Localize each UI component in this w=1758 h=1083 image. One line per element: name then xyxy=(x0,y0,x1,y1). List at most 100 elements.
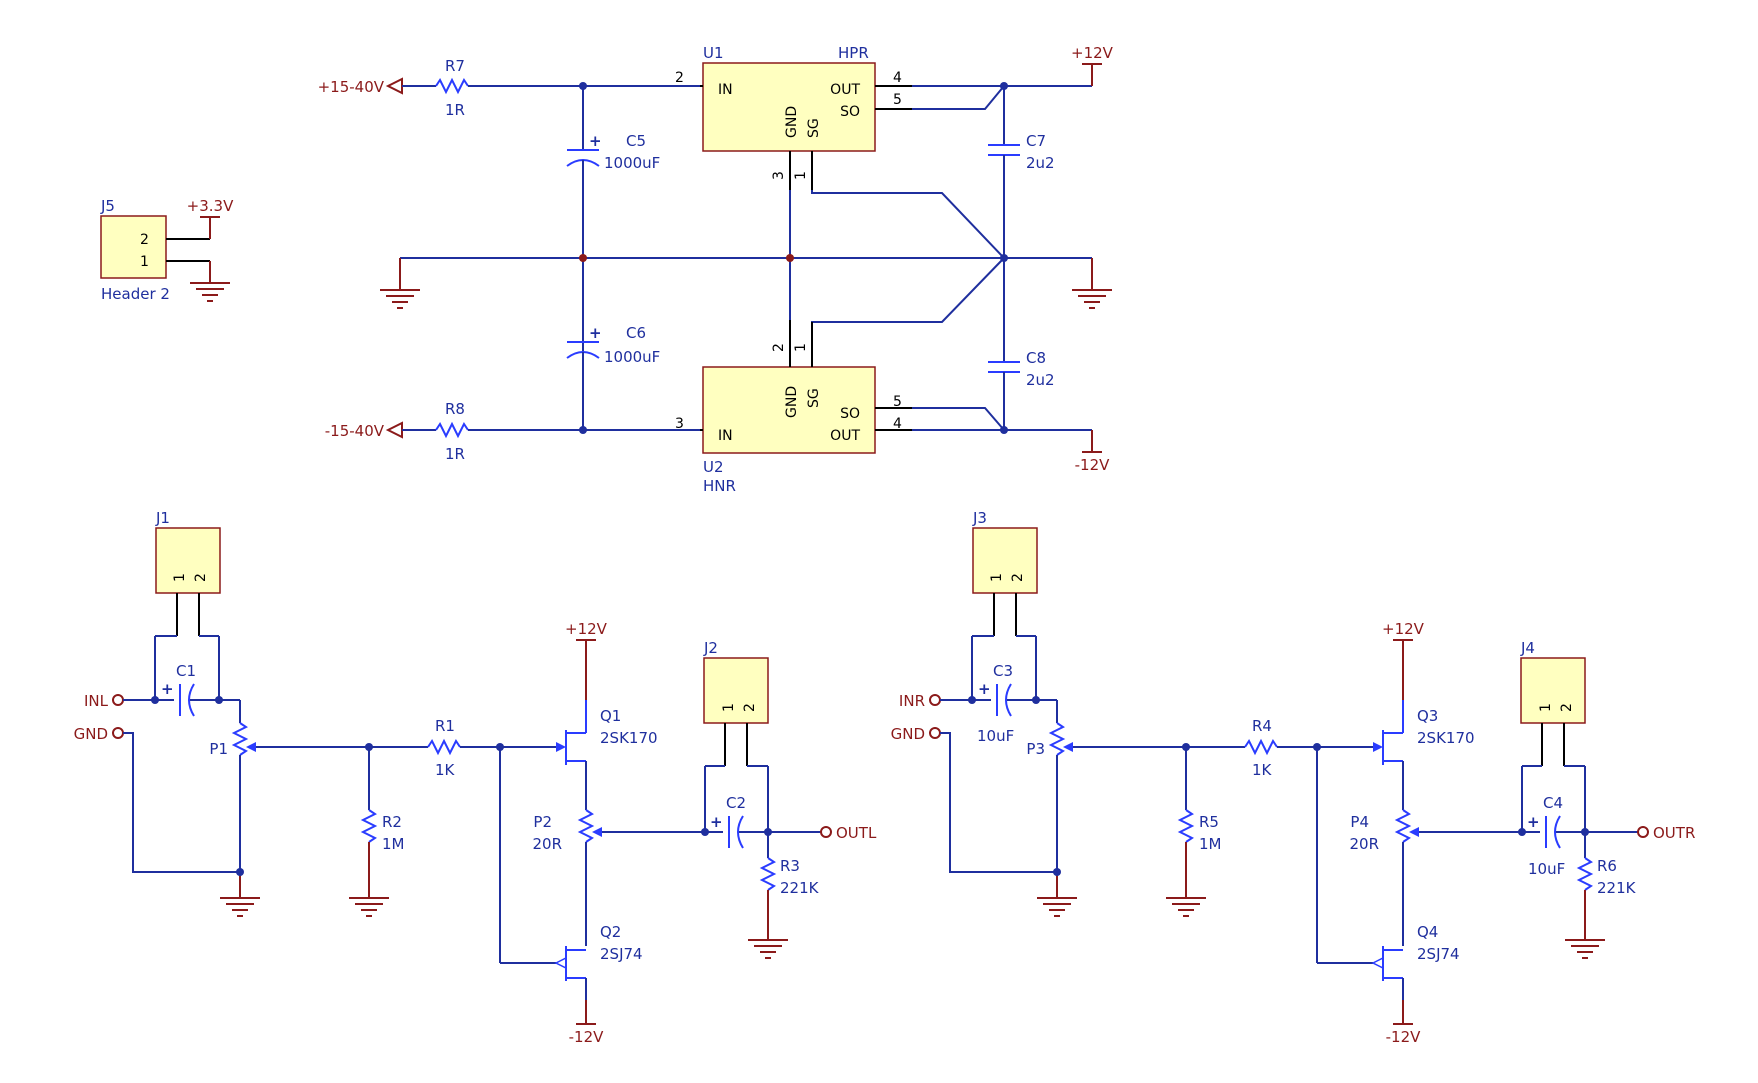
c5-value: 1000uF xyxy=(604,154,660,172)
r1-value: 1K xyxy=(435,761,456,779)
port-outr: OUTR xyxy=(1637,824,1695,842)
u2-pin-gnd: 2 xyxy=(771,343,787,352)
resistor-r4: R4 1K xyxy=(1244,717,1278,779)
gnd-right-label: GND xyxy=(891,725,925,743)
q2-ref: Q2 xyxy=(600,923,621,941)
j5-pin1: 1 xyxy=(140,254,149,270)
c5-polarity: + xyxy=(589,132,602,150)
c3-polarity: + xyxy=(978,680,991,698)
c3-value: 10uF xyxy=(977,727,1014,745)
power-port-in-pos: +15-40V xyxy=(318,77,403,96)
u1-pin-in: 2 xyxy=(675,70,684,86)
connector-j2: J2 1 2 xyxy=(703,639,769,724)
r2-ref: R2 xyxy=(382,813,402,831)
u1-in-label: IN xyxy=(718,82,733,98)
c7-ref: C7 xyxy=(1026,132,1046,150)
r1-ref: R1 xyxy=(435,717,455,735)
capacitor-c3: + C3 10uF xyxy=(977,662,1014,745)
resistor-r5: R5 1M xyxy=(1177,809,1222,853)
j2-pin2: 2 xyxy=(742,703,758,712)
j1-pin2: 2 xyxy=(193,573,209,582)
c2-ref: C2 xyxy=(726,794,746,812)
j1-pin1: 1 xyxy=(172,573,188,582)
c7-value: 2u2 xyxy=(1026,154,1055,172)
c4-ref: C4 xyxy=(1543,794,1563,812)
potentiometer-p1: P1 xyxy=(209,722,256,758)
c4-value: 10uF xyxy=(1528,860,1565,878)
power-supply-section: +15-40V R7 1R + C5 1000uF + C6 1000uF xyxy=(318,44,1114,495)
u2-so-label: SO xyxy=(840,406,860,422)
c8-value: 2u2 xyxy=(1026,371,1055,389)
j5-value: Header 2 xyxy=(101,285,170,303)
r2-value: 1M xyxy=(382,835,405,853)
p3-ref: P3 xyxy=(1026,740,1045,758)
regulator-u2: U2 HNR IN OUT SO GND SG 3 4 5 2 1 xyxy=(675,343,902,495)
capacitor-c6: + C6 1000uF xyxy=(566,324,660,430)
u2-value: HNR xyxy=(703,477,736,495)
q3-ref: Q3 xyxy=(1417,707,1438,725)
j5-ref: J5 xyxy=(100,197,115,215)
p2-value: 20R xyxy=(532,835,562,853)
r6-value: 221K xyxy=(1597,879,1637,897)
power-port-p12-top: +12V xyxy=(1071,44,1114,86)
inl-label: INL xyxy=(84,692,109,710)
u2-pin-sg: 1 xyxy=(793,343,809,352)
resistor-r3: R3 221K xyxy=(759,857,820,897)
u1-so-label: SO xyxy=(840,104,860,120)
resistor-r1: R1 1K xyxy=(427,717,461,779)
u2-in-label: IN xyxy=(718,428,733,444)
outr-label: OUTR xyxy=(1653,824,1695,842)
potentiometer-p2: P2 20R xyxy=(532,809,602,853)
p4-ref: P4 xyxy=(1350,813,1369,831)
connector-j3: J3 1 2 xyxy=(972,509,1038,594)
q1-ref: Q1 xyxy=(600,707,621,725)
u1-pin-gnd: 3 xyxy=(771,171,787,180)
m12-right-label: -12V xyxy=(1386,1028,1421,1046)
p12-left-label: +12V xyxy=(565,620,608,638)
r4-value: 1K xyxy=(1252,761,1273,779)
left-channel: J1 1 2 INL + C1 GND xyxy=(74,509,877,1046)
capacitor-c5: + C5 1000uF xyxy=(566,86,660,378)
gnd-left-label: GND xyxy=(74,725,108,743)
q4-ref: Q4 xyxy=(1417,923,1438,941)
c3-ref: C3 xyxy=(993,662,1013,680)
inr-label: INR xyxy=(899,692,925,710)
regulator-u1: U1 HPR IN OUT SO GND SG 2 4 5 3 1 xyxy=(675,44,902,180)
c6-ref: C6 xyxy=(626,324,646,342)
u1-pin-out: 4 xyxy=(893,70,902,86)
u1-value: HPR xyxy=(838,44,869,62)
j4-pin1: 1 xyxy=(1538,703,1554,712)
power-port-m12-top: -12V xyxy=(1075,430,1110,474)
u2-out-label: OUT xyxy=(830,428,860,444)
port-inl: INL xyxy=(84,692,124,710)
j4-pin2: 2 xyxy=(1559,703,1575,712)
p12-top-label: +12V xyxy=(1071,44,1114,62)
c5-ref: C5 xyxy=(626,132,646,150)
power-port-in-neg-label: -15-40V xyxy=(325,422,385,440)
power-port-in-neg: -15-40V xyxy=(325,421,403,440)
p3v3-label: +3.3V xyxy=(187,197,234,215)
port-gnd-left: GND xyxy=(74,725,124,743)
connector-j5: J5 Header 2 2 1 +3.3V xyxy=(100,197,234,303)
transistor-q2: Q2 2SJ74 xyxy=(554,923,643,981)
j4-ref: J4 xyxy=(1520,639,1535,657)
u1-pin-so: 5 xyxy=(893,92,902,108)
resistor-r7: R7 1R xyxy=(435,57,469,119)
j2-ref: J2 xyxy=(703,639,718,657)
j1-ref: J1 xyxy=(155,509,170,527)
q2-value: 2SJ74 xyxy=(600,945,643,963)
p2-ref: P2 xyxy=(533,813,552,831)
r7-value: 1R xyxy=(445,101,465,119)
j5-pin2: 2 xyxy=(140,232,149,248)
u2-sg-label: SG xyxy=(806,388,822,408)
q1-value: 2SK170 xyxy=(600,729,658,747)
r5-value: 1M xyxy=(1199,835,1222,853)
m12-left-label: -12V xyxy=(569,1028,604,1046)
j2-pin1: 1 xyxy=(721,703,737,712)
q3-value: 2SK170 xyxy=(1417,729,1475,747)
capacitor-c7: C7 2u2 xyxy=(988,132,1055,172)
connector-j1: J1 1 2 xyxy=(155,509,221,594)
u1-pin-sg: 1 xyxy=(793,171,809,180)
transistor-q4: Q4 2SJ74 xyxy=(1371,923,1460,981)
r7-ref: R7 xyxy=(445,57,465,75)
